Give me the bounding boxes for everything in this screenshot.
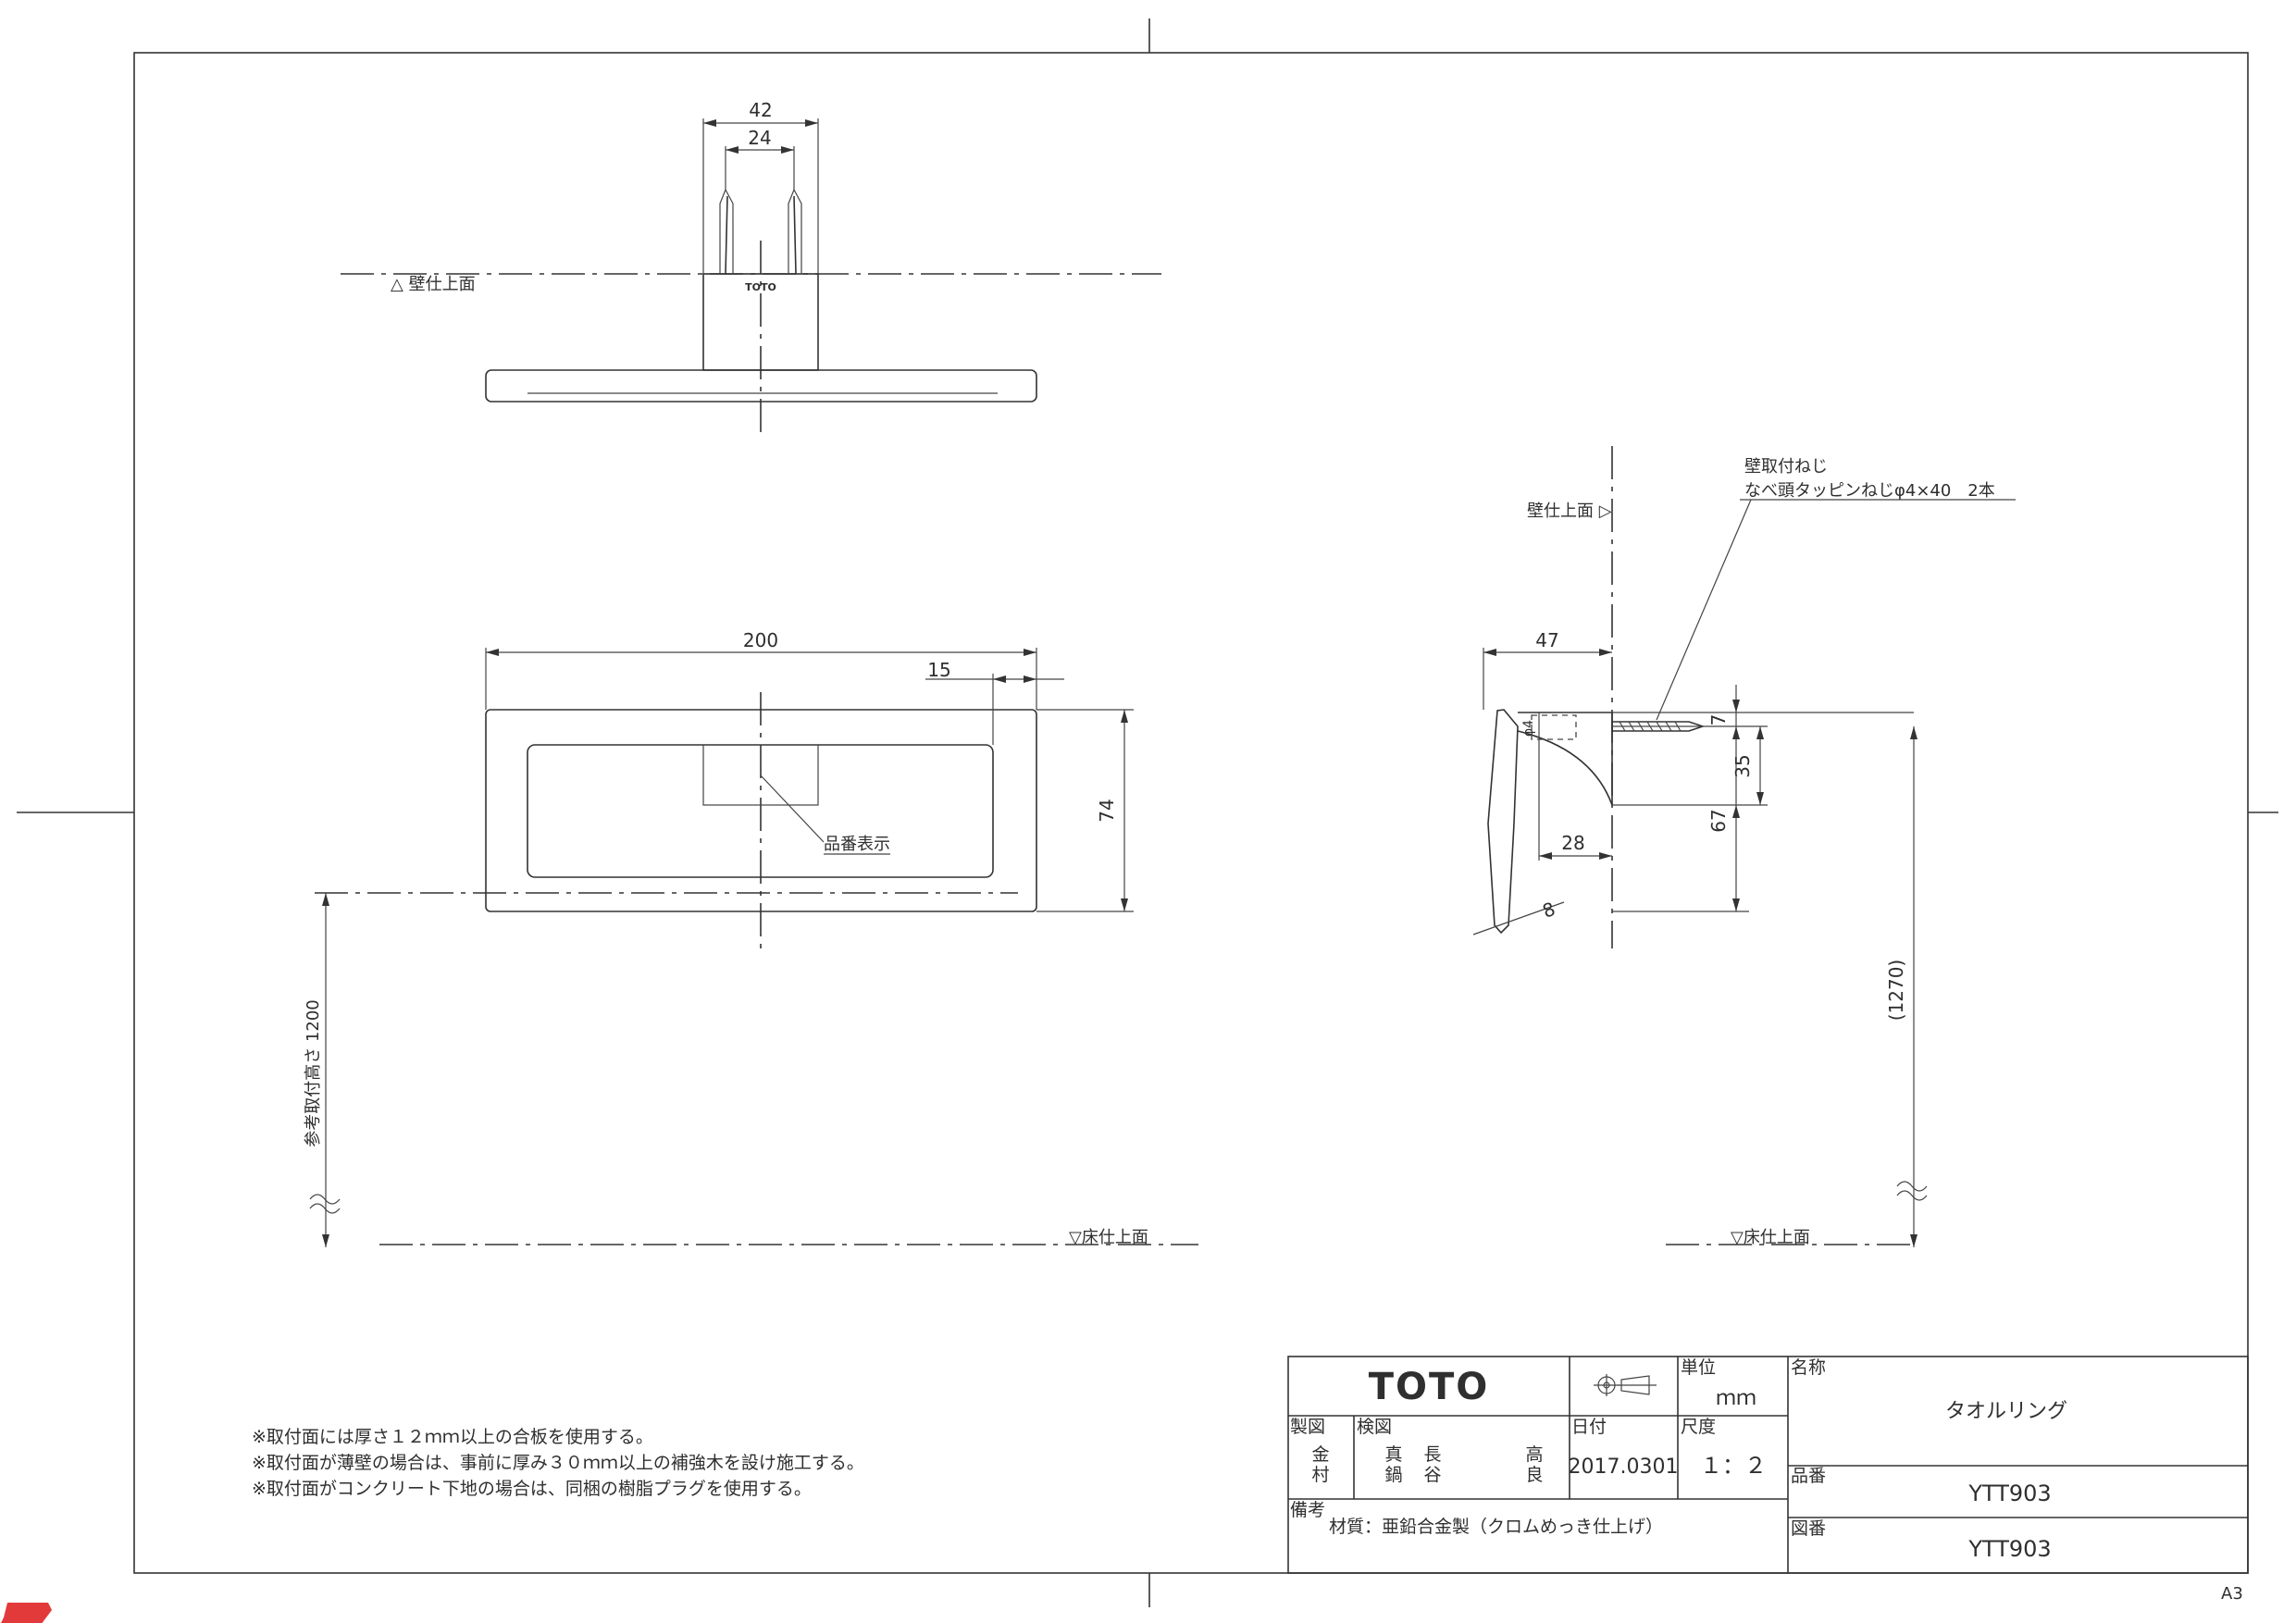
projection-symbol-icon (1594, 1374, 1657, 1396)
note-2: ※取付面が薄壁の場合は、事前に厚み３０ｍｍ以上の補強木を設け施工する。 (252, 1453, 864, 1473)
drawing-no-value: YTT903 (1967, 1536, 2051, 1562)
unit-value: ｍｍ (1716, 1387, 1756, 1410)
dim-7: 7 (1707, 714, 1730, 726)
remarks-label: 備考 (1290, 1500, 1325, 1520)
scale-value: １：２ (1700, 1453, 1767, 1479)
name-label: 名称 (1791, 1357, 1826, 1378)
front-view: 200 15 74 品番表示 参考取付高さ 1200 ▽床仕上面 (304, 629, 1198, 1247)
dim-35: 35 (1731, 754, 1754, 777)
side-view: 壁取付ねじ なべ頭タッピンねじφ4×40 2本 壁仕上面 ▷ 47 7 35 6… (1472, 446, 2016, 1247)
mount-height-label: 参考取付高さ 1200 (304, 999, 323, 1147)
drawn-label: 製図 (1290, 1417, 1325, 1437)
top-wall-label: △ 壁仕上面 (391, 275, 476, 294)
title-logo: TOTO (1369, 1366, 1490, 1408)
checked-label: 検図 (1357, 1417, 1392, 1437)
note-1: ※取付面には厚さ１２ｍｍ以上の合板を使用する。 (252, 1427, 653, 1447)
date-label: 日付 (1571, 1417, 1607, 1437)
unit-label: 単位 (1681, 1357, 1716, 1378)
scale-label: 尺度 (1681, 1417, 1716, 1437)
dim-42: 42 (749, 99, 772, 121)
note-3: ※取付面がコンクリート下地の場合は、同梱の樹脂プラグを使用する。 (252, 1479, 812, 1499)
drawing-no-label: 図番 (1791, 1518, 1826, 1539)
checked-by-3: 長 (1423, 1444, 1441, 1465)
title-block: TOTO 単位 ｍｍ 名称 タオルリング 製図 金 村 検図 真 鍋 長 谷 高… (1287, 1356, 2249, 1574)
drawn-by-2: 村 (1311, 1465, 1329, 1485)
corner-logo-icon (1, 1603, 52, 1623)
screw-label-1: 壁取付ねじ (1744, 457, 1828, 477)
dim-1270: (1270) (1885, 960, 1907, 1022)
dim-74: 74 (1096, 799, 1118, 822)
name-value: タオルリング (1945, 1400, 2067, 1423)
top-view: 42 24 TOTO △ 壁仕上面 (341, 99, 1161, 435)
screw-label-2: なべ頭タッピンねじφ4×40 2本 (1744, 481, 1995, 501)
drawn-by-1: 金 (1311, 1444, 1329, 1465)
part-number-label: 品番表示 (824, 835, 890, 854)
checked-by-5: 高 (1525, 1444, 1543, 1465)
top-brand-mark: TOTO (745, 281, 776, 293)
dim-8: 8 (1540, 898, 1558, 923)
dim-phi4: φ4 (1521, 720, 1536, 737)
sheet-border (17, 19, 2278, 1607)
side-wall-label: 壁仕上面 ▷ (1527, 502, 1612, 521)
checked-by-6: 良 (1525, 1465, 1543, 1485)
checked-by-4: 谷 (1423, 1465, 1441, 1485)
checked-by-2: 鍋 (1384, 1465, 1402, 1485)
dim-28: 28 (1561, 832, 1584, 854)
sheet-size: A3 (2221, 1584, 2243, 1604)
date-value: 2017.0301 (1569, 1456, 1679, 1479)
side-floor-label: ▽床仕上面 (1731, 1228, 1810, 1247)
checked-by-1: 真 (1384, 1444, 1402, 1465)
dim-67: 67 (1707, 809, 1730, 832)
remarks-value: 材質：亜鉛合金製（クロムめっき仕上げ） (1329, 1517, 1663, 1537)
dim-47: 47 (1535, 629, 1558, 651)
front-floor-label: ▽床仕上面 (1069, 1228, 1148, 1247)
notes: ※取付面には厚さ１２ｍｍ以上の合板を使用する。 ※取付面が薄壁の場合は、事前に厚… (252, 1427, 864, 1499)
part-no-label: 品番 (1791, 1466, 1826, 1486)
part-no-value: YTT903 (1967, 1481, 2051, 1506)
dim-200: 200 (743, 629, 778, 651)
dim-15: 15 (927, 659, 950, 681)
dim-24: 24 (748, 127, 771, 149)
